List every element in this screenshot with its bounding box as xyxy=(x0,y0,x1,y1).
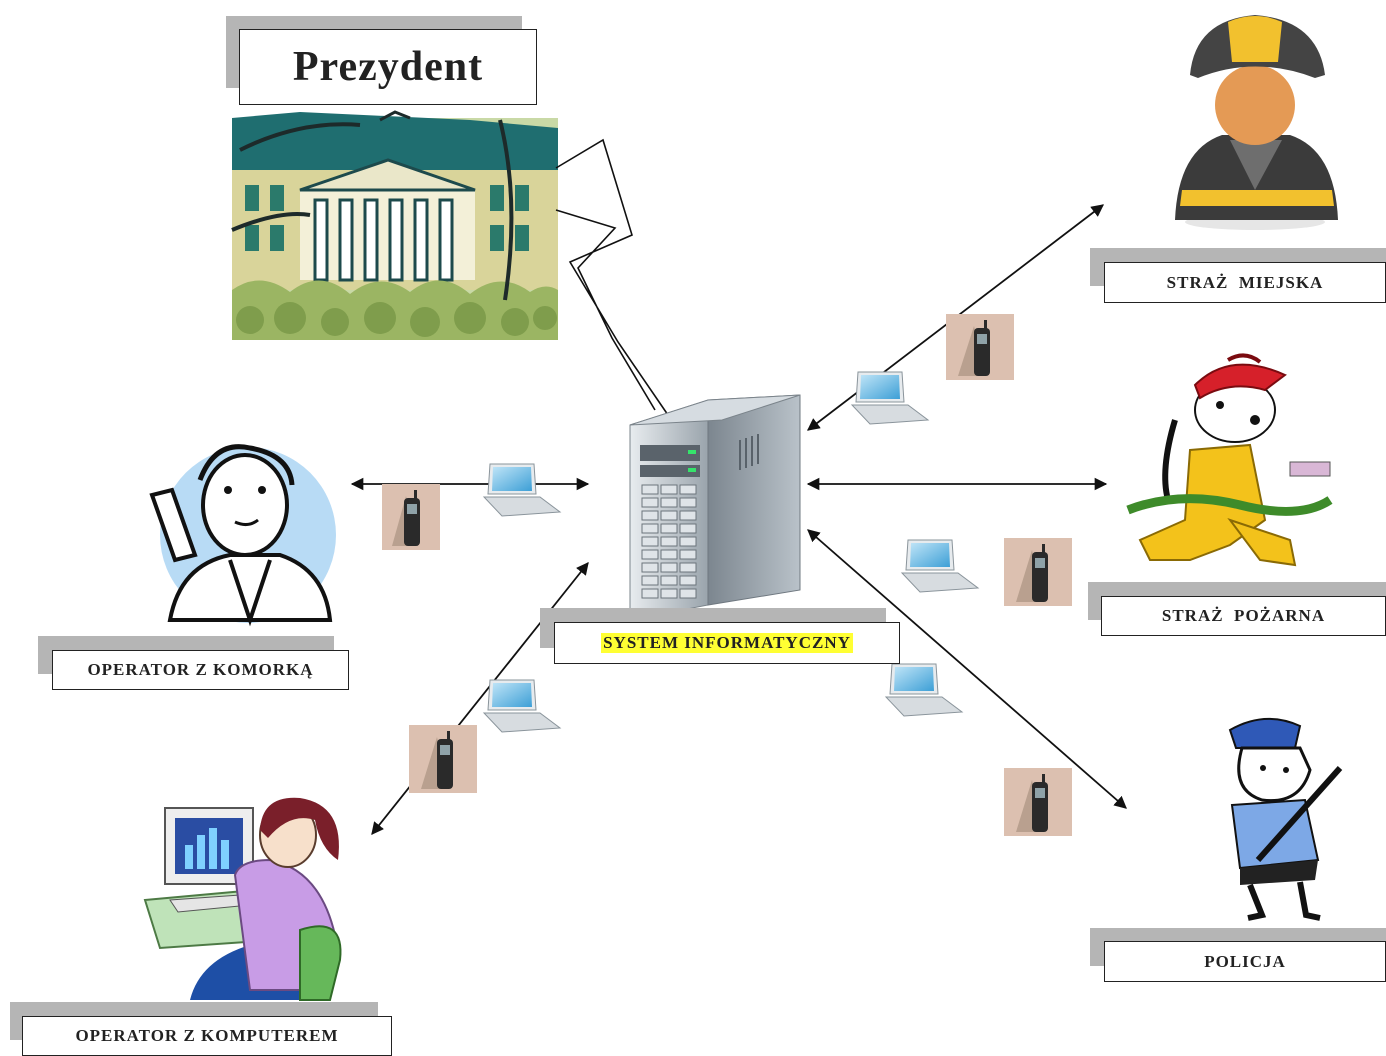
straz-miejska-label: STRAŻ MIEJSKA xyxy=(1104,262,1386,303)
operator-computer-label: OPERATOR Z KOMPUTEREM xyxy=(22,1016,392,1056)
laptop-icon xyxy=(482,679,562,733)
server-icon xyxy=(629,394,801,621)
mobile-phone-icon xyxy=(1004,768,1072,836)
policja-label: POLICJA xyxy=(1104,941,1386,982)
center-system-text: SYSTEM INFORMATYCZNY xyxy=(601,633,853,653)
laptop-icon xyxy=(850,371,930,425)
laptop-icon xyxy=(482,463,562,517)
president-building-icon xyxy=(231,110,558,340)
laptop-icon xyxy=(900,539,980,593)
mobile-phone-icon xyxy=(946,314,1014,380)
city-guard-avatar-icon xyxy=(1175,15,1338,230)
link-arrow-policja xyxy=(807,529,1127,809)
computer-operator-icon xyxy=(143,797,342,1001)
operator-phone-label: OPERATOR Z KOMORKĄ xyxy=(52,650,349,690)
police-officer-icon xyxy=(1228,717,1343,921)
link-arrow-operator-computer xyxy=(371,562,589,835)
straz-pozarna-label: STRAŻ POŻARNA xyxy=(1101,596,1386,636)
mobile-phone-icon xyxy=(409,725,477,793)
title-label: Prezydent xyxy=(239,29,537,105)
laptop-icon xyxy=(884,663,964,717)
wireless-link-line xyxy=(555,138,669,416)
mobile-phone-icon xyxy=(1004,538,1072,606)
phone-operator-icon xyxy=(149,444,336,627)
firefighter-dog-icon xyxy=(1126,353,1333,567)
center-system-label: SYSTEM INFORMATYCZNY xyxy=(554,622,900,664)
mobile-phone-icon xyxy=(382,484,440,550)
